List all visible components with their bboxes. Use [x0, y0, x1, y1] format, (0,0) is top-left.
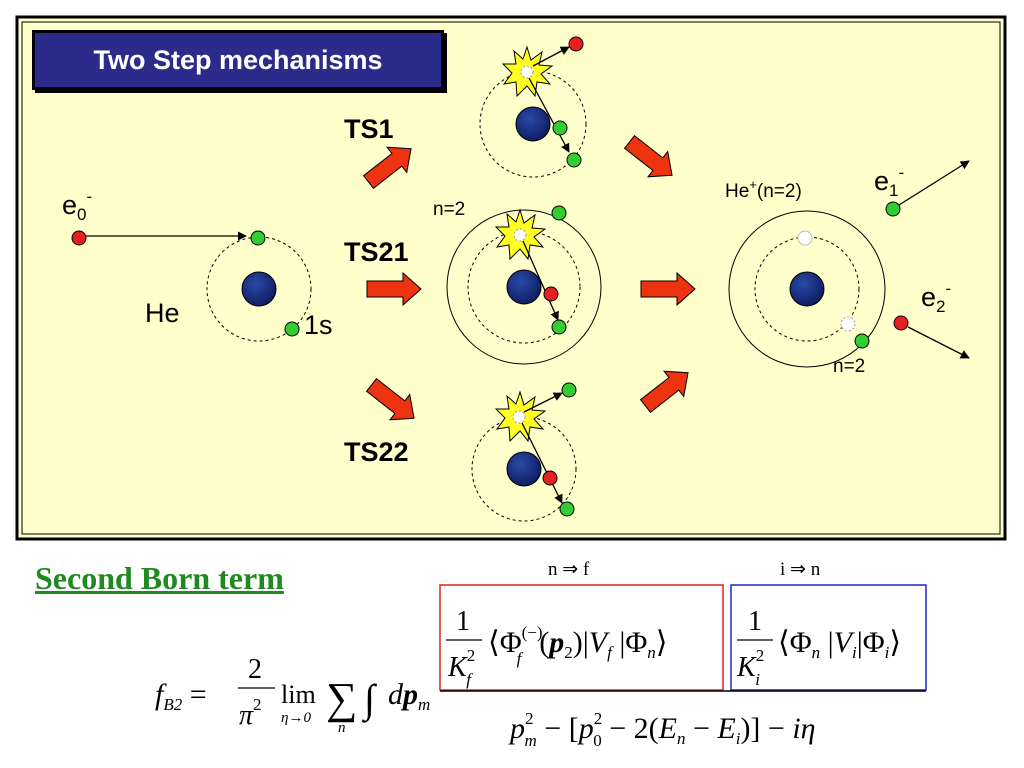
bound-electron	[551, 319, 567, 335]
block-arrow-ts22	[365, 377, 415, 421]
bound-electron	[250, 230, 266, 246]
free-electron	[542, 470, 558, 486]
ejected-electron-1	[885, 201, 901, 217]
final-ion-label: He+(n=2)	[725, 177, 802, 202]
free-electron	[568, 36, 584, 52]
bound-electron	[561, 382, 577, 398]
he-nucleus	[515, 106, 551, 142]
target-label: He	[145, 298, 180, 328]
free-electron	[543, 286, 559, 302]
svg-text:∑: ∑	[326, 674, 357, 723]
vacancy	[797, 230, 813, 246]
channel-label-ts21: TS21	[344, 237, 409, 267]
svg-text:2: 2	[248, 654, 262, 685]
svg-text:∫: ∫	[361, 676, 378, 723]
final-level-label: n=2	[833, 356, 865, 377]
bound-electron	[551, 205, 567, 221]
svg-text:η→0: η→0	[281, 710, 311, 726]
ts21-atom	[446, 205, 602, 365]
page-title: Two Step mechanisms	[93, 44, 383, 75]
svg-text:dpm: dpm	[388, 678, 430, 714]
bound-electron	[552, 120, 568, 136]
svg-text:lim: lim	[281, 680, 316, 709]
block-arrow-ts22-out	[639, 370, 689, 414]
projectile-label: e0-	[62, 187, 92, 224]
svg-text:1: 1	[456, 606, 470, 637]
channel-label-ts22: TS22	[344, 437, 409, 467]
matrix-element-box-left	[439, 584, 724, 691]
second-born-heading: Second Born term	[35, 560, 284, 596]
channel-label-ts1: TS1	[344, 114, 394, 144]
title-box: Two Step mechanisms	[32, 30, 444, 90]
svg-text:1: 1	[748, 606, 762, 637]
projectile-electron	[71, 230, 87, 246]
bound-electron	[284, 321, 300, 337]
svg-text:K2f: K2f	[447, 646, 475, 689]
block-arrow-ts21	[366, 271, 422, 307]
svg-text:⟨Φ(−)f(p2)|Vf |Φn⟩: ⟨Φ(−)f(p2)|Vf |Φn⟩	[488, 623, 668, 668]
svg-text:fB2 =: fB2 =	[155, 678, 207, 714]
block-arrow-ts1-out	[623, 134, 673, 178]
electron2-label: e2-	[921, 279, 951, 316]
ts22-atom	[471, 382, 577, 522]
ejected-electron-2	[893, 315, 909, 331]
he-nucleus	[506, 451, 542, 487]
ts1-atom	[479, 36, 587, 178]
svg-text:π2: π2	[239, 695, 262, 731]
svg-text:⟨Φn |Vi|Φi⟩: ⟨Φn |Vi|Φi⟩	[778, 626, 901, 662]
transition-right-label: i ⇒ n	[780, 559, 821, 580]
bound-electron	[854, 333, 870, 349]
block-arrow-ts1	[362, 146, 412, 190]
orbital-label: 1s	[304, 310, 333, 340]
matrix-element-box-right	[730, 584, 927, 691]
final-he-ion	[728, 210, 886, 368]
level-label-ts21: n=2	[433, 199, 465, 220]
bound-electron	[559, 501, 575, 517]
electron1-label: e1-	[874, 163, 904, 200]
he-nucleus	[789, 271, 825, 307]
vacancy	[840, 316, 856, 332]
he-nucleus	[241, 271, 277, 307]
svg-text:p2m − [p20 − 2(En − Ei)] − iη: p2m − [p20 − 2(En − Ei)] − iη	[508, 709, 816, 750]
he-nucleus	[506, 269, 542, 305]
transition-left-label: n ⇒ f	[548, 559, 590, 580]
svg-text:K2i: K2i	[736, 646, 764, 689]
svg-text:n: n	[338, 720, 346, 736]
block-arrow-ts21-out	[640, 271, 696, 307]
initial-he-atom	[206, 230, 312, 342]
bound-electron	[566, 152, 582, 168]
